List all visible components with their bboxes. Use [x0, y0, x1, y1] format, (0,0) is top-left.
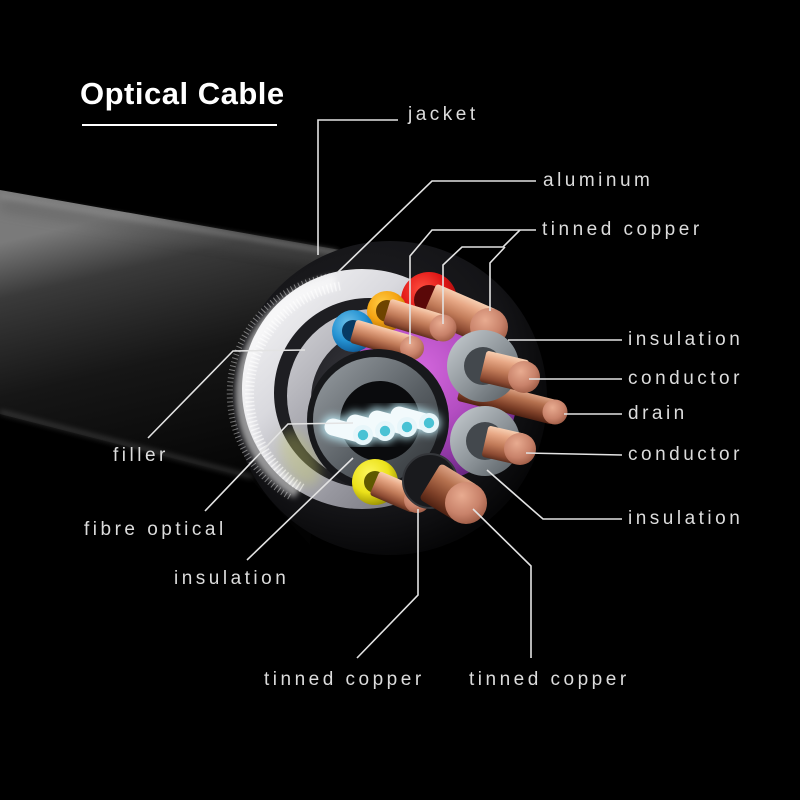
label-tinned-copper-top: tinned copper: [542, 219, 703, 240]
wire-gray-top: [447, 330, 540, 402]
fibre-strands: [324, 406, 439, 445]
wire-orange: [367, 291, 457, 342]
leader-conductor-right-2: [525, 452, 623, 456]
fibre-optic-assembly: [307, 349, 449, 491]
leader-tinned-copper-br: [472, 508, 532, 658]
leader-tinned-copper-b: [442, 229, 521, 324]
wire-yellow: [352, 459, 430, 513]
label-conductor-right-1: conductor: [628, 368, 743, 389]
title-underline: [82, 124, 277, 126]
label-insulation-right-1: insulation: [628, 329, 744, 350]
leader-insulation-left: [246, 457, 354, 561]
label-tinned-copper-bottom-right: tinned copper: [469, 669, 630, 690]
label-drain: drain: [628, 403, 688, 424]
leader-filler: [147, 349, 306, 439]
leader-lines: [147, 119, 623, 659]
label-insulation-left: insulation: [174, 568, 290, 589]
label-filler: filler: [113, 445, 169, 466]
leader-tinned-copper-c: [489, 246, 506, 311]
label-aluminum: aluminum: [543, 170, 654, 191]
label-conductor-right-2: conductor: [628, 444, 743, 465]
wire-gray-bottom: [450, 406, 536, 476]
leader-aluminum: [336, 180, 536, 274]
wire-blue: [332, 310, 424, 360]
leader-insulation-right-2: [486, 469, 622, 520]
leader-tinned-copper-bl: [356, 509, 419, 659]
page-title: Optical Cable: [80, 76, 285, 111]
leader-fibre-optical: [204, 422, 354, 512]
label-fibre-optical: fibre optical: [84, 519, 227, 540]
label-jacket: jacket: [408, 104, 479, 125]
label-insulation-right-2: insulation: [628, 508, 744, 529]
leader-tinned-copper-a: [409, 229, 536, 344]
leader-jacket: [317, 119, 398, 255]
label-tinned-copper-bottom-left: tinned copper: [264, 669, 425, 690]
